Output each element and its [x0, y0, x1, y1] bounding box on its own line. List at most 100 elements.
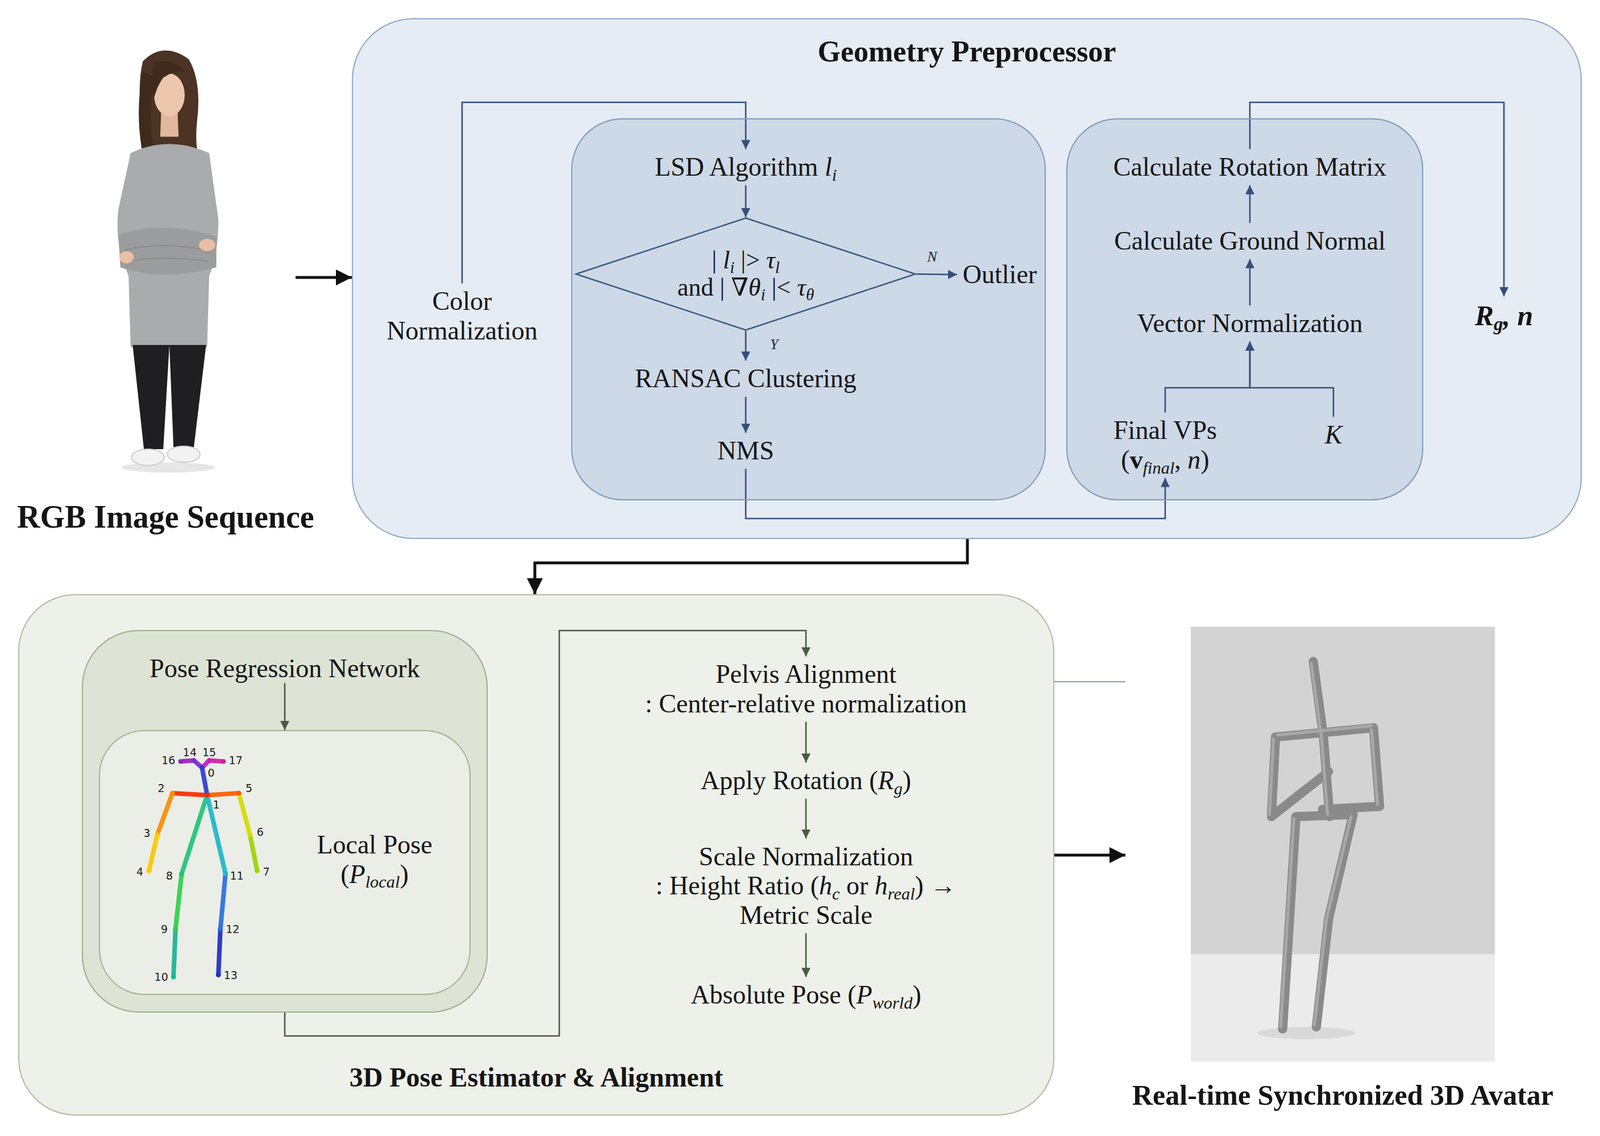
joint-number: 12 — [225, 923, 240, 934]
node-text: and | ∇θi |< τθ — [677, 273, 814, 302]
limb — [206, 792, 239, 796]
text-run: local — [365, 871, 401, 892]
avatar-arm — [1322, 727, 1381, 810]
node-text: Vector Normalization — [1136, 308, 1363, 339]
avatar-leg — [1316, 814, 1354, 1027]
trouser-leg — [169, 345, 207, 448]
joint — [146, 867, 152, 874]
text-run: θ — [805, 285, 814, 304]
render-floor — [1190, 954, 1495, 1062]
avatar-render — [1190, 626, 1495, 1062]
joint-number: 0 — [207, 767, 216, 779]
text-run: real — [887, 883, 916, 904]
avatar-output-node: Real-time Synchronized 3D Avatar — [1125, 625, 1561, 1120]
connector — [745, 396, 747, 433]
group-box: Calculate Rotation MatrixCalculate Groun… — [1066, 118, 1424, 501]
joint-number: 9 — [160, 923, 169, 934]
process-step: Calculate Ground Normal — [1108, 222, 1392, 260]
text-run: n — [1187, 445, 1201, 475]
avatar-arm — [1271, 736, 1329, 817]
network-box: Pose Regression NetworkLocal Pose (Ploca… — [81, 629, 488, 1013]
text-run: l — [722, 246, 730, 274]
node-text: Outlier — [962, 259, 1037, 290]
panel-fill — [1066, 118, 1424, 501]
joint — [222, 870, 228, 876]
joint-number: 14 — [182, 746, 198, 758]
sleeve-folds — [124, 245, 211, 261]
node-text: : Height Ratio (hc or hreal) → Metric Sc… — [641, 870, 971, 930]
node-text: Calculate Ground Normal — [1114, 226, 1386, 256]
joint-number: 10 — [154, 971, 169, 983]
node-text: Color Normalization — [379, 286, 545, 346]
node-text: Calculate Rotation Matrix — [1113, 152, 1387, 182]
limb — [220, 873, 226, 929]
joint-number: 6 — [256, 826, 265, 838]
avatar-highlight — [1311, 663, 1328, 815]
avatar-leg — [1282, 816, 1296, 1029]
module-panel: 3D Pose Estimator & AlignmentPose Regres… — [18, 593, 1055, 1116]
joint — [254, 867, 260, 874]
avatar-highlight — [1371, 729, 1378, 805]
panel-fill — [81, 629, 488, 1013]
hair-strand — [138, 71, 155, 156]
avatar-shadow — [1257, 1026, 1356, 1040]
limb — [181, 795, 208, 874]
text-run: τ — [766, 246, 776, 274]
connector — [745, 185, 747, 218]
avatar-highlight — [1269, 738, 1274, 815]
text-run: h — [819, 870, 833, 900]
text-run: θ — [748, 273, 762, 302]
connector — [462, 102, 746, 284]
panel-title: Local Pose (Plocal) — [306, 829, 443, 889]
node-text: Absolute Pose (Pworld) — [690, 979, 922, 1010]
process-step: Calculate Rotation Matrix — [1107, 148, 1392, 186]
text-run: h — [874, 870, 888, 900]
process-step: Final VPs (vfinal, n) — [1094, 412, 1237, 478]
connector — [1249, 185, 1252, 223]
text-run: τ — [796, 273, 806, 302]
joint-number: 17 — [228, 754, 244, 766]
joint — [171, 974, 177, 980]
connector — [534, 538, 968, 594]
process-step: LSD Algorithm li — [649, 148, 843, 186]
avatar-tubes — [1271, 661, 1380, 1029]
avatar-highlight — [1277, 725, 1372, 735]
connector — [805, 798, 808, 839]
node-text: K — [1324, 420, 1343, 450]
text-run: i — [760, 285, 766, 304]
diamond-shape — [576, 218, 916, 331]
connector — [295, 276, 352, 280]
node-text: Apply Rotation (Rg) — [700, 765, 912, 796]
node-text: Rg, n — [1474, 299, 1534, 332]
text-run: l — [824, 152, 833, 182]
process-step: Apply Rotation (Rg) — [695, 762, 917, 799]
text-run: R — [878, 765, 895, 795]
decision-diamond: | li |> τland | ∇θi |< τθ — [575, 217, 917, 331]
avatar-highlight — [1314, 816, 1352, 1025]
panel-fill — [18, 593, 1055, 1116]
connector — [805, 932, 808, 977]
joint — [191, 758, 197, 763]
hand — [119, 251, 134, 264]
shoe — [131, 449, 165, 466]
process-step: NMS — [711, 432, 780, 469]
connector — [1165, 341, 1250, 413]
outcome-label: Outlier — [957, 256, 1043, 293]
joint — [204, 792, 210, 798]
text-run: K — [1324, 420, 1343, 450]
connector — [1249, 341, 1334, 417]
connector — [1054, 680, 1126, 683]
panel-title: Geometry Preprocessor — [352, 35, 1581, 69]
joint — [221, 758, 226, 764]
joint — [179, 870, 185, 876]
joint-number: 11 — [229, 870, 244, 881]
connector — [745, 468, 1166, 519]
joint — [215, 971, 222, 978]
joint-number: 16 — [160, 754, 176, 766]
joint-number: 8 — [165, 870, 174, 881]
panel-fill — [98, 729, 471, 995]
limb — [173, 928, 176, 977]
pose-box: Local Pose (Plocal) — [98, 729, 471, 995]
